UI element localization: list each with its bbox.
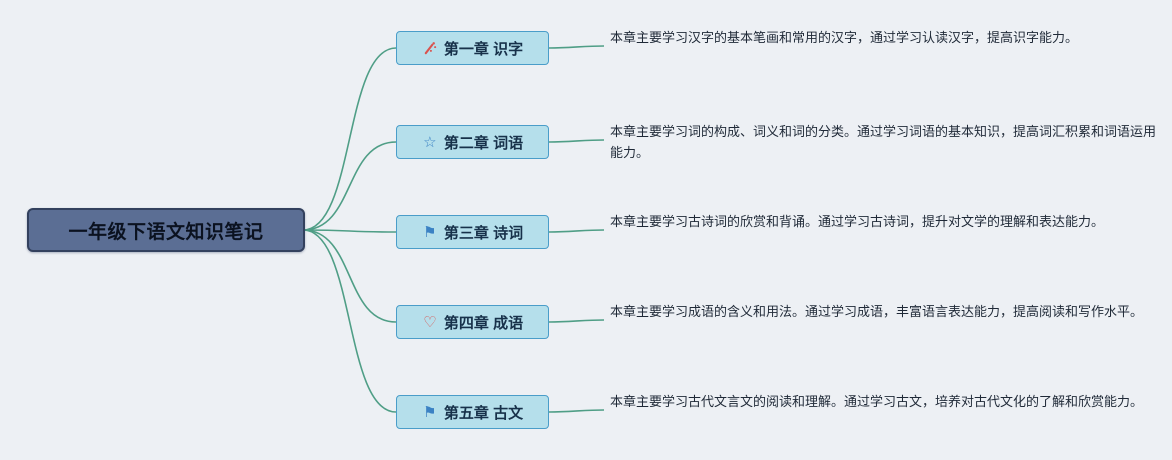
chapter-node-5[interactable]: ⚑ 第五章 古文 — [396, 395, 549, 429]
chapter-label: 第三章 诗词 — [443, 224, 524, 242]
chapter-description-4: 本章主要学习成语的含义和用法。通过学习成语，丰富语言表达能力，提高阅读和写作水平… — [610, 304, 1144, 319]
chapter-label: 第一章 识字 — [443, 40, 524, 58]
chapter-node-2[interactable]: ☆ 第二章 词语 — [396, 125, 549, 159]
chapter-label: 第五章 古文 — [443, 404, 524, 422]
chapter-label: 第四章 成语 — [443, 314, 524, 332]
chapter-description-3: 本章主要学习古诗词的欣赏和背诵。通过学习古诗词，提升对文学的理解和表达能力。 — [610, 214, 1105, 229]
heart-icon: ♡ — [423, 313, 437, 331]
chapter-node-4[interactable]: ♡ 第四章 成语 — [396, 305, 549, 339]
flag-icon: ⚑ — [423, 403, 437, 421]
root-node[interactable]: 一年级下语文知识笔记 — [27, 208, 305, 252]
chapter-label: 第二章 词语 — [443, 134, 524, 152]
chapter-description-1: 本章主要学习汉字的基本笔画和常用的汉字，通过学习认读汉字，提高识字能力。 — [610, 30, 1079, 45]
wand-sparkle-icon — [422, 40, 438, 56]
chapter-description-5: 本章主要学习古代文言文的阅读和理解。通过学习古文，培养对古代文化的了解和欣赏能力… — [610, 394, 1144, 409]
chapter-node-1[interactable]: 第一章 识字 — [396, 31, 549, 65]
star-icon: ☆ — [423, 133, 437, 151]
flag-icon: ⚑ — [423, 223, 437, 241]
chapter-description-2: 本章主要学习词的构成、词义和词的分类。通过学习词语的基本知识，提高词汇积累和词语… — [610, 124, 1157, 160]
root-node-label: 一年级下语文知识笔记 — [68, 221, 264, 243]
chapter-node-3[interactable]: ⚑ 第三章 诗词 — [396, 215, 549, 249]
